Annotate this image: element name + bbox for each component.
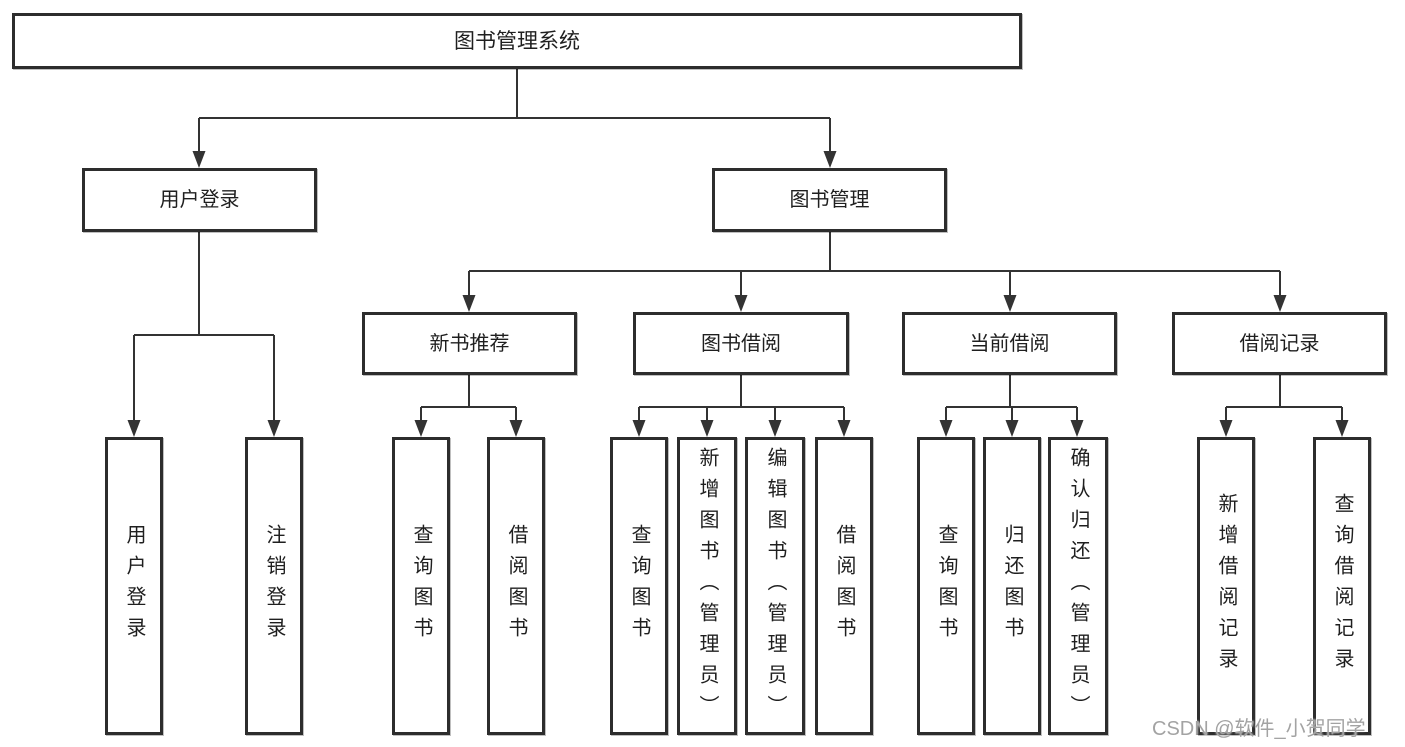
connector-lines — [133, 69, 1343, 422]
node-library-system: 图书管理系统 — [12, 13, 1022, 69]
node-current-borrow: 当前借阅 — [902, 312, 1117, 375]
leaf-borrow-book-2: 借阅图书 — [815, 437, 873, 735]
watermark: CSDN @软件_小贺同学 — [1152, 718, 1366, 740]
node-new-book-recommend: 新书推荐 — [362, 312, 577, 375]
leaf-confirm-return-admin: 确认归还（管理员） — [1048, 437, 1108, 735]
node-book-management: 图书管理 — [712, 168, 947, 232]
node-borrow-records: 借阅记录 — [1172, 312, 1387, 375]
node-book-borrow: 图书借阅 — [633, 312, 849, 375]
leaf-query-borrow-record: 查询借阅记录 — [1313, 437, 1371, 735]
leaf-add-borrow-record: 新增借阅记录 — [1197, 437, 1255, 735]
leaf-borrow-book: 借阅图书 — [487, 437, 545, 735]
leaf-user-login: 用户登录 — [105, 437, 163, 735]
leaf-return-book: 归还图书 — [983, 437, 1041, 735]
leaf-logout-login: 注销登录 — [245, 437, 303, 735]
node-user-login: 用户登录 — [82, 168, 317, 232]
leaf-query-book: 查询图书 — [392, 437, 450, 735]
leaf-add-book-admin: 新增图书（管理员） — [677, 437, 737, 735]
leaf-edit-book-admin: 编辑图书（管理员） — [745, 437, 805, 735]
leaf-query-book-3: 查询图书 — [917, 437, 975, 735]
leaf-query-book-2: 查询图书 — [610, 437, 668, 735]
